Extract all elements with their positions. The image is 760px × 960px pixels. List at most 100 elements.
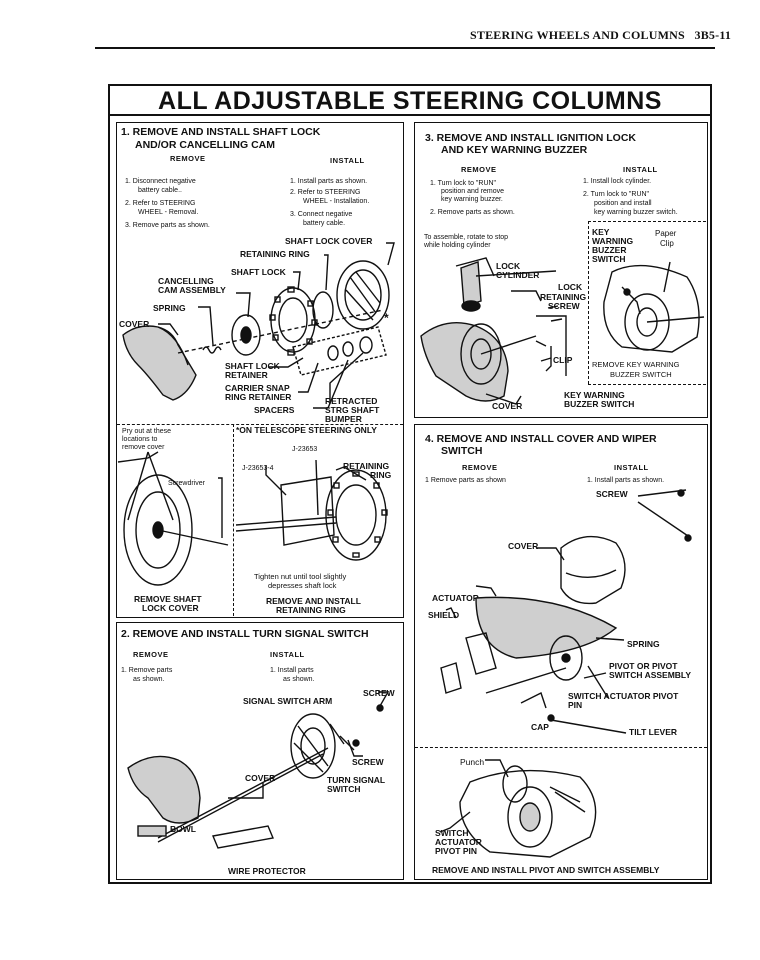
label-switch-actuator-pivot-pin-b-cont2: PIVOT PIN (435, 846, 478, 856)
label-lock-retaining-screw-cont: RETAINING (540, 292, 587, 302)
tighten-note-cont: depresses shaft lock (268, 581, 337, 590)
label-lock-cylinder: LOCK (496, 261, 521, 271)
label-carrier-snap-cont: RING RETAINER (225, 392, 292, 402)
section-3-remove-heading: REMOVE (461, 165, 497, 174)
s3-install-step: key warning buzzer switch. (594, 209, 678, 216)
label-screw-s2: SCREW (352, 757, 384, 767)
section-1-divider (117, 424, 403, 425)
section-3-title: 3. REMOVE AND INSTALL IGNITION LOCK (425, 132, 636, 144)
s3-remove-step: 1. Turn lock to "RUN" (430, 180, 497, 187)
tool-label-j236534: J-23653-4 (242, 465, 274, 472)
section-3-vertical-divider (588, 221, 589, 384)
label-shaft-lock-retainer-cont: RETAINER (225, 370, 268, 380)
s2-install-step: 1. Install parts (270, 667, 314, 674)
label-spacers: SPACERS (254, 405, 295, 415)
caption-remove-shaft-lock-cover-cont: LOCK COVER (142, 603, 199, 613)
section-4-remove-heading: REMOVE (462, 463, 498, 472)
section-3-bottom-divider (588, 384, 706, 385)
section-3-install-heading: INSTALL (623, 165, 658, 174)
s1-install-step: 3. Connect negative (290, 211, 353, 218)
caption-pivot-switch-assembly: REMOVE AND INSTALL PIVOT AND SWITCH ASSE… (432, 865, 660, 875)
label-telescope-note: *ON TELESCOPE STEERING ONLY (236, 425, 377, 435)
label-key-warning-cont2: BUZZER (592, 245, 627, 255)
tool-label-j23653: J-23653 (292, 446, 318, 453)
header-page-number: 3B5-11 (694, 28, 732, 42)
label-cover-s2: COVER (245, 773, 276, 783)
banner-title: ALL ADJUSTABLE STEERING COLUMNS (110, 86, 710, 116)
label-spring: SPRING (153, 303, 186, 313)
assemble-note: To assemble, rotate to stop (424, 234, 509, 241)
label-retaining-ring-b: RETAINING (343, 461, 390, 471)
s4-install-step: 1. Install parts as shown. (587, 477, 665, 484)
label-retaining-ring-b-cont: RING (370, 470, 392, 480)
label-clip: CLIP (553, 355, 573, 365)
s1-install-step: WHEEL - Installation. (303, 198, 370, 205)
label-pivot-switch-cont: SWITCH ASSEMBLY (609, 670, 692, 680)
label-switch-actuator-pivot-pin: SWITCH ACTUATOR PIVOT (568, 691, 679, 701)
label-signal-switch-arm: SIGNAL SWITCH ARM (243, 696, 333, 706)
s1-install-step: 2. Refer to STEERING (290, 189, 361, 196)
label-switch-actuator-pivot-pin-cont: PIN (568, 700, 583, 710)
label-cover: COVER (119, 319, 150, 329)
section-3-top-divider (588, 221, 706, 222)
section-1-install-heading: INSTALL (330, 156, 365, 165)
s3-remove-step: 2. Remove parts as shown. (430, 209, 515, 216)
header-rule (95, 47, 715, 49)
label-paper-clip-cont: Clip (660, 239, 674, 248)
label-tilt-lever: TILT LEVER (629, 727, 678, 737)
s3-install-step: 2. Turn lock to "RUN" (583, 191, 650, 198)
label-lock-cylinder-cont: CYLINDER (496, 270, 540, 280)
s1-remove-step: battery cable.. (138, 187, 182, 194)
label-cap: CAP (531, 722, 549, 732)
pry-note: remove cover (122, 444, 165, 451)
s2-remove-step: as shown. (133, 676, 165, 683)
s3-install-step: 1. Install lock cylinder. (583, 178, 652, 185)
label-retracted-cont: STRG SHAFT (325, 405, 380, 415)
label-carrier-snap: CARRIER SNAP (225, 383, 290, 393)
section-4-install-heading: INSTALL (614, 463, 649, 472)
label-remove-key-warning: REMOVE KEY WARNING (592, 360, 680, 369)
label-screw-s4: SCREW (596, 489, 628, 499)
label-key-warning-buzzer-switch-cont: BUZZER SWITCH (564, 399, 635, 409)
label-screw-top: SCREW (363, 688, 395, 698)
label-cancelling-cam-cont: CAM ASSEMBLY (158, 285, 226, 295)
turn-signal-switch-illustration (127, 691, 390, 849)
label-turn-signal-switch: TURN SIGNAL (327, 775, 386, 785)
label-spring-s4: SPRING (627, 639, 660, 649)
caption-remove-install-retaining-ring-cont: RETAINING RING (276, 605, 346, 615)
label-punch: Punch (460, 757, 485, 767)
shaft-lock-exploded-illustration (122, 242, 395, 409)
label-cover-s3: COVER (492, 401, 523, 411)
label-star: * (384, 311, 389, 325)
label-switch-actuator-pivot-pin-b: SWITCH (435, 828, 469, 838)
s3-remove-step: key warning buzzer. (441, 196, 503, 203)
s2-install-step: as shown. (283, 676, 315, 683)
label-lock-retaining-screw-cont2: SCREW (548, 301, 580, 311)
label-lock-retaining-screw: LOCK (558, 282, 583, 292)
s1-remove-step: 2. Refer to STEERING (125, 200, 196, 207)
label-cover-s4: COVER (508, 541, 539, 551)
label-key-warning-cont3: SWITCH (592, 254, 626, 264)
label-shaft-lock-cover: SHAFT LOCK COVER (285, 236, 373, 246)
s1-install-step: battery cable. (303, 220, 346, 227)
section-4-title: 4. REMOVE AND INSTALL COVER AND WIPER (425, 433, 657, 445)
caption-remove-shaft-lock-cover: REMOVE SHAFT (134, 594, 202, 604)
section-2-title: 2. REMOVE AND INSTALL TURN SIGNAL SWITCH (121, 628, 369, 640)
header-title: STEERING WHEELS AND COLUMNS (470, 28, 685, 42)
running-header: STEERING WHEELS AND COLUMNS 3B5-11 (470, 28, 731, 43)
section-2-install-heading: INSTALL (270, 650, 305, 659)
key-warning-buzzer-illustration (603, 261, 705, 353)
cover-wiper-switch-illustration (440, 489, 692, 734)
label-retaining-ring: RETAINING RING (240, 249, 310, 259)
label-paper-clip: Paper (655, 229, 677, 238)
label-key-warning-buzzer-switch: KEY WARNING (564, 390, 625, 400)
section-2-remove-heading: REMOVE (133, 650, 169, 659)
s1-remove-step: 3. Remove parts as shown. (125, 222, 210, 229)
section-1-title-cont: AND/OR CANCELLING CAM (135, 139, 275, 151)
label-switch-actuator-pivot-pin-b-cont: ACTUATOR (435, 837, 482, 847)
label-shield: SHIELD (428, 610, 460, 620)
retaining-ring-tool-illustration (235, 459, 388, 561)
label-pivot-switch: PIVOT OR PIVOT (609, 661, 678, 671)
figure-frame (108, 84, 712, 884)
label-shaft-lock-retainer: SHAFT LOCK (225, 361, 280, 371)
